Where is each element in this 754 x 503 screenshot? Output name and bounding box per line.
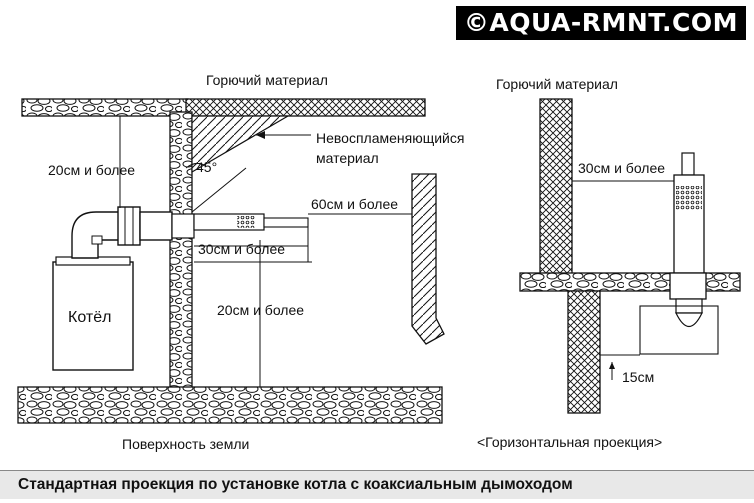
projection-label: <Горизонтальная проекция> xyxy=(477,434,663,450)
elbow-pipe xyxy=(71,211,123,259)
nonflammable-label: Невоспламеняющийся материал xyxy=(316,128,464,168)
ground-label: Поверхность земли xyxy=(122,436,250,452)
angle-label: 45° xyxy=(196,159,218,175)
caption-bar: Стандартная проекция по установке котла … xyxy=(0,470,754,499)
left-view xyxy=(17,98,445,424)
ceiling-flammable xyxy=(185,98,426,117)
nonflammable-zone xyxy=(191,115,291,174)
watermark: ©AQUA-RMNT.COM xyxy=(455,6,746,40)
right-boiler xyxy=(639,305,719,355)
dim-small-label: 15см xyxy=(622,369,655,385)
dim-bottom-label: 20см и более xyxy=(217,302,305,318)
dim-pipe-below-label: 30см и более xyxy=(198,241,286,257)
boiler-label: Котёл xyxy=(68,309,112,326)
right-wall-lower xyxy=(567,290,601,414)
right-wall xyxy=(411,173,445,345)
dim-right-label: 60см и более xyxy=(311,196,399,212)
nonflammable-line1: Невоспламеняющийся xyxy=(316,130,465,146)
right-floor xyxy=(519,272,741,292)
inner-pipe xyxy=(263,217,309,228)
nonflammable-line2: материал xyxy=(316,150,379,166)
flammable-label-left: Горючий материал xyxy=(206,72,328,88)
floor-stone xyxy=(17,386,443,424)
right-view xyxy=(519,98,741,414)
flammable-label-right: Горючий материал xyxy=(496,76,618,92)
stone-wall xyxy=(169,111,193,395)
caption-text: Стандартная проекция по установке котла … xyxy=(18,476,573,493)
right-wall-upper xyxy=(539,98,573,276)
dim-wall-label: 30см и более xyxy=(578,160,666,176)
dim-top-label: 20см и более xyxy=(48,162,136,178)
ceiling-stone xyxy=(21,98,189,117)
